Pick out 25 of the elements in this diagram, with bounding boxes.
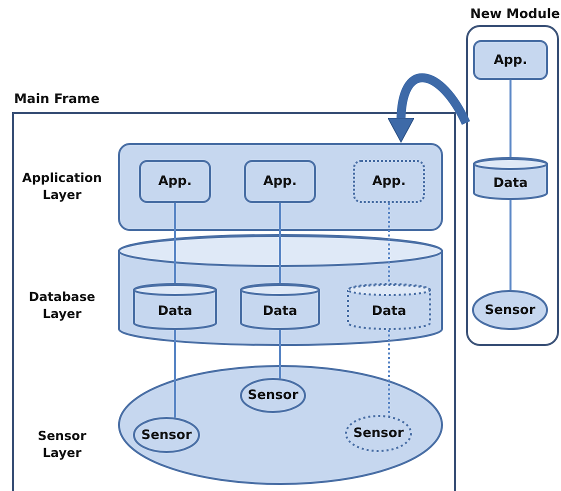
layer-label: Sensor Layer — [36, 428, 88, 462]
connector-line — [174, 330, 176, 418]
data-cylinder: Data — [240, 284, 320, 330]
data-cylinder: Data — [473, 158, 548, 200]
connector-line — [388, 203, 390, 284]
connector-line — [510, 200, 512, 290]
frame-title: New Module — [470, 6, 560, 24]
connector-line — [388, 330, 390, 416]
layer-label: Application Layer — [22, 170, 102, 204]
connector-line — [279, 330, 281, 378]
sensor-ellipse: Sensor — [240, 378, 306, 413]
app-box: App. — [139, 160, 211, 203]
app-box: App. — [353, 160, 425, 203]
app-box: App. — [473, 40, 548, 80]
layer-label: Database Layer — [28, 288, 96, 322]
frame-title: Main Frame — [14, 91, 100, 109]
data-cylinder: Data — [347, 284, 431, 330]
data-cylinder: Data — [133, 284, 217, 330]
sensor-ellipse: Sensor — [133, 417, 200, 453]
connector-line — [279, 203, 281, 284]
connector-line — [510, 80, 512, 158]
connector-line — [174, 203, 176, 284]
app-box: App. — [244, 160, 316, 203]
sensor-ellipse: Sensor — [472, 290, 548, 330]
sensor-ellipse: Sensor — [345, 415, 412, 452]
